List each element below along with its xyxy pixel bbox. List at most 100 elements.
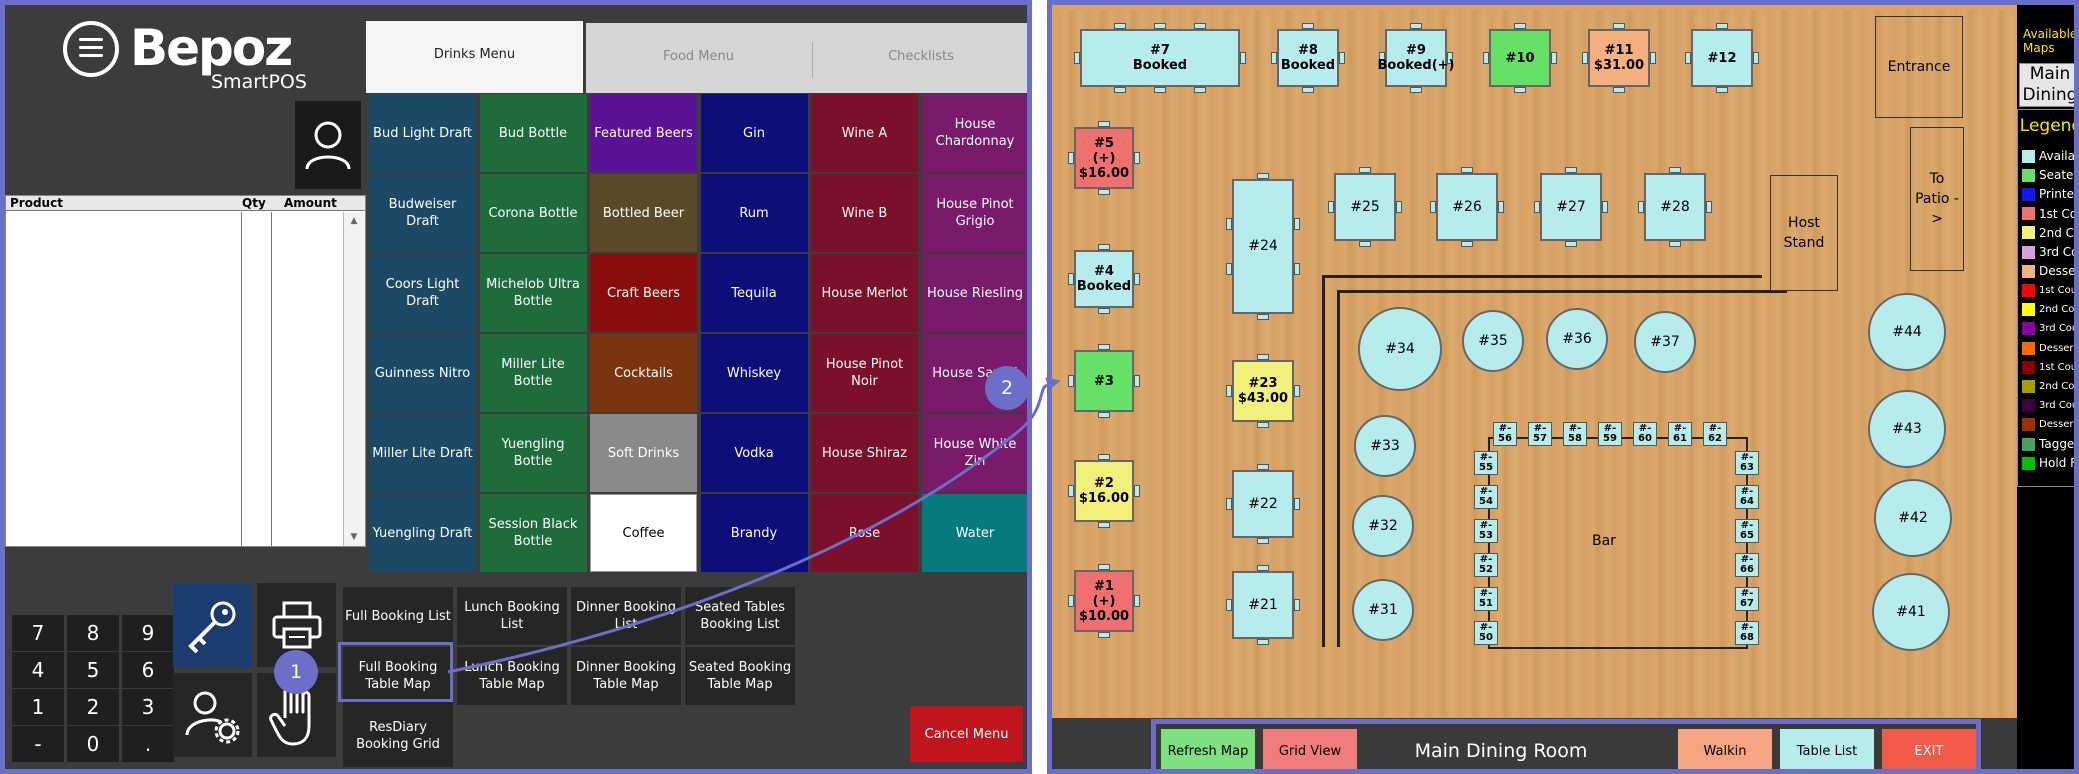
menu-item-cocktails[interactable]: Cocktails bbox=[590, 334, 697, 412]
table-35[interactable]: #35 bbox=[1462, 310, 1524, 372]
bar-seat[interactable]: #-58 bbox=[1563, 422, 1587, 446]
walkin-button[interactable]: Walkin bbox=[1678, 729, 1772, 769]
tab-food-menu[interactable]: Food Menu bbox=[663, 49, 734, 64]
table-27[interactable]: #27 bbox=[1540, 173, 1602, 241]
bar-seat[interactable]: #-53 bbox=[1474, 519, 1498, 543]
menu-item-yuengling-bottle[interactable]: Yuengling Bottle bbox=[479, 414, 587, 492]
table-41[interactable]: #41 bbox=[1872, 573, 1950, 651]
bar-seat[interactable]: #-60 bbox=[1633, 422, 1657, 446]
menu-item-bud-bottle[interactable]: Bud Bottle bbox=[479, 94, 587, 172]
menu-item-house-pinot-grigio[interactable]: House Pinot Grigio bbox=[921, 174, 1027, 252]
menu-item-wine-b[interactable]: Wine B bbox=[811, 174, 918, 252]
table-list-button[interactable]: Table List bbox=[1780, 729, 1874, 769]
table-2[interactable]: #2$16.00 bbox=[1074, 460, 1134, 522]
bar-seat[interactable]: #-66 bbox=[1735, 553, 1759, 577]
bar-seat[interactable]: #-64 bbox=[1735, 485, 1759, 509]
product-scrollbar[interactable]: ▲ ▼ bbox=[343, 212, 365, 546]
scroll-down-icon[interactable]: ▼ bbox=[350, 532, 358, 542]
table-36[interactable]: #36 bbox=[1546, 308, 1608, 370]
menu-item-bottled-beer[interactable]: Bottled Beer bbox=[590, 174, 697, 252]
menu-icon[interactable] bbox=[63, 21, 119, 77]
keypad-key-8[interactable]: 8 bbox=[67, 615, 119, 651]
menu-item-session-black-bottle[interactable]: Session Black Bottle bbox=[479, 494, 587, 572]
menu-item-wine-a[interactable]: Wine A bbox=[811, 94, 918, 172]
tab-drinks-menu[interactable]: Drinks Menu bbox=[366, 21, 583, 93]
menu-item-budweiser-draft[interactable]: Budweiser Draft bbox=[369, 174, 476, 252]
menu-item-miller-lite-bottle[interactable]: Miller Lite Bottle bbox=[479, 334, 587, 412]
scroll-up-icon[interactable]: ▲ bbox=[350, 216, 358, 226]
table-10[interactable]: #10 bbox=[1489, 29, 1551, 87]
booking-btn-lunch-booking-list[interactable]: Lunch Booking List bbox=[457, 587, 567, 645]
menu-item-gin[interactable]: Gin bbox=[700, 94, 808, 172]
bar-seat[interactable]: #-51 bbox=[1474, 587, 1498, 611]
booking-btn-full-booking-table-map[interactable]: Full Booking Table Map bbox=[343, 647, 453, 705]
keypad-key-1[interactable]: 1 bbox=[12, 689, 64, 725]
booking-btn-resdiary-booking-grid[interactable]: ResDiary Booking Grid bbox=[343, 705, 453, 767]
keypad-key-2[interactable]: 2 bbox=[67, 689, 119, 725]
table-31[interactable]: #31 bbox=[1352, 579, 1414, 641]
table-3[interactable]: #3 bbox=[1074, 350, 1134, 412]
table-28[interactable]: #28 bbox=[1644, 173, 1706, 241]
booking-btn-seated-tables-booking-list[interactable]: Seated Tables Booking List bbox=[685, 587, 795, 645]
menu-item-house-shiraz[interactable]: House Shiraz bbox=[811, 414, 918, 492]
bar-seat[interactable]: #-67 bbox=[1735, 587, 1759, 611]
user-button[interactable] bbox=[295, 101, 361, 189]
table-43[interactable]: #43 bbox=[1868, 390, 1946, 468]
booking-btn-lunch-booking-table-map[interactable]: Lunch Booking Table Map bbox=[457, 647, 567, 705]
table-23[interactable]: #23$43.00 bbox=[1232, 360, 1294, 422]
menu-item-tequila[interactable]: Tequila bbox=[700, 254, 808, 332]
bar-seat[interactable]: #-55 bbox=[1474, 451, 1498, 475]
keypad-key-5[interactable]: 5 bbox=[67, 652, 119, 688]
menu-item-michelob-ultra-bottle[interactable]: Michelob Ultra Bottle bbox=[479, 254, 587, 332]
table-37[interactable]: #37 bbox=[1634, 311, 1696, 373]
menu-item-corona-bottle[interactable]: Corona Bottle bbox=[479, 174, 587, 252]
menu-item-house-merlot[interactable]: House Merlot bbox=[811, 254, 918, 332]
menu-item-rose[interactable]: Rose bbox=[811, 494, 918, 572]
table-21[interactable]: #21 bbox=[1232, 571, 1294, 639]
bar-seat[interactable]: #-59 bbox=[1598, 422, 1622, 446]
table-11[interactable]: #11$31.00 bbox=[1588, 29, 1650, 87]
menu-item-house-white-zin[interactable]: House White Zin bbox=[921, 414, 1027, 492]
menu-item-soft-drinks[interactable]: Soft Drinks bbox=[590, 414, 697, 492]
menu-item-water[interactable]: Water bbox=[921, 494, 1027, 572]
booking-btn-seated-booking-table-map[interactable]: Seated Booking Table Map bbox=[685, 647, 795, 705]
grid-view-button[interactable]: Grid View bbox=[1263, 729, 1357, 769]
bar-seat[interactable]: #-54 bbox=[1474, 485, 1498, 509]
menu-item-miller-lite-draft[interactable]: Miller Lite Draft bbox=[369, 414, 476, 492]
menu-item-house-pinot-noir[interactable]: House Pinot Noir bbox=[811, 334, 918, 412]
bar-seat[interactable]: #-65 bbox=[1735, 519, 1759, 543]
exit-button[interactable]: EXIT bbox=[1882, 729, 1976, 769]
menu-item-house-chardonnay[interactable]: House Chardonnay bbox=[921, 94, 1027, 172]
keypad-key-dot[interactable]: . bbox=[122, 726, 174, 762]
tab-checklists[interactable]: Checklists bbox=[888, 49, 954, 64]
menu-item-coffee[interactable]: Coffee bbox=[590, 494, 697, 572]
menu-item-vodka[interactable]: Vodka bbox=[700, 414, 808, 492]
table-44[interactable]: #44 bbox=[1868, 293, 1946, 371]
menu-item-coors-light-draft[interactable]: Coors Light Draft bbox=[369, 254, 476, 332]
table-32[interactable]: #32 bbox=[1352, 495, 1414, 557]
keypad-key-9[interactable]: 9 bbox=[122, 615, 174, 651]
menu-item-bud-light-draft[interactable]: Bud Light Draft bbox=[369, 94, 476, 172]
keypad-key-3[interactable]: 3 bbox=[122, 689, 174, 725]
table-24[interactable]: #24 bbox=[1232, 179, 1294, 314]
keypad-key-4[interactable]: 4 bbox=[12, 652, 64, 688]
table-5[interactable]: #5(+)$16.00 bbox=[1074, 127, 1134, 189]
table-42[interactable]: #42 bbox=[1874, 479, 1952, 557]
table-26[interactable]: #26 bbox=[1436, 173, 1498, 241]
keypad-key-minus[interactable]: - bbox=[12, 726, 64, 762]
table-34[interactable]: #34 bbox=[1358, 307, 1442, 391]
patio-door[interactable]: To Patio -> bbox=[1910, 127, 1964, 271]
booking-btn-full-booking-list[interactable]: Full Booking List bbox=[343, 587, 453, 645]
bar-seat[interactable]: #-62 bbox=[1703, 422, 1727, 446]
user-settings-button[interactable] bbox=[173, 673, 252, 757]
menu-item-guinness-nitro[interactable]: Guinness Nitro bbox=[369, 334, 476, 412]
menu-item-brandy[interactable]: Brandy bbox=[700, 494, 808, 572]
menu-item-yuengling-draft[interactable]: Yuengling Draft bbox=[369, 494, 476, 572]
bar-seat[interactable]: #-61 bbox=[1668, 422, 1692, 446]
menu-item-house-riesling[interactable]: House Riesling bbox=[921, 254, 1027, 332]
bar-seat[interactable]: #-68 bbox=[1735, 621, 1759, 645]
